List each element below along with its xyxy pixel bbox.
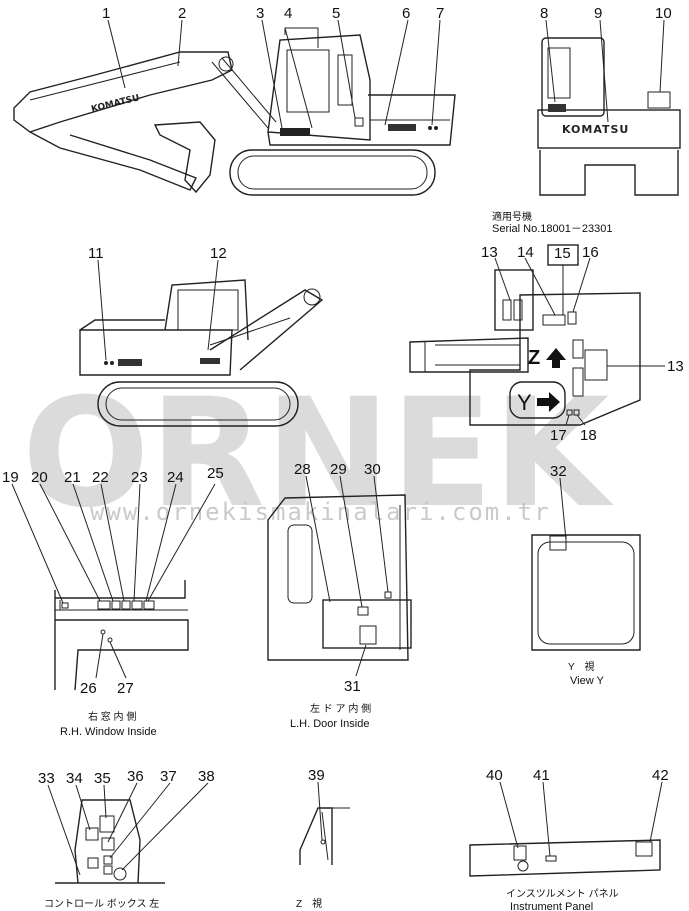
callout-37: 37 [160,768,177,785]
lh-door-caption: L.H. Door Inside [290,718,369,730]
excavator-rear-view: KOMATSU 8 9 10 [537,5,681,196]
callout-24: 24 [167,469,184,486]
callout-9: 9 [594,5,602,22]
view-z-marker: Z [528,347,540,369]
callout-40: 40 [486,767,503,784]
callout-7: 7 [436,5,444,22]
arrow-right-icon [537,392,560,412]
callout-4: 4 [284,5,292,22]
callout-28: 28 [294,461,311,478]
callout-36: 36 [127,768,144,785]
lh-door-caption-jp: 左 ド ア 内 側 [310,702,371,715]
callout-41: 41 [533,767,550,784]
view-y-caption-jp: Y 視 [568,660,595,673]
callout-2: 2 [178,5,186,22]
callout-18: 18 [580,427,597,444]
callout-15: 15 [554,245,571,262]
callout-14: 14 [517,244,534,261]
callout-26: 26 [80,680,97,697]
model-badge [388,124,416,131]
rh-window-view: 19 20 21 22 23 24 25 26 27 右 窓 内 側 R.H. … [2,465,224,738]
control-box-view: 33 34 35 36 37 38 コントロール ボックス 左 [38,768,215,910]
callout-17: 17 [550,427,567,444]
callout-5: 5 [332,5,340,22]
callout-16: 16 [582,244,599,261]
callout-12: 12 [210,245,227,262]
decal-5 [354,117,364,127]
watermark-url: www.ornekismakinalari.com.tr [90,498,551,526]
view-y: 32 Y 視 View Y [531,463,641,687]
view-z: 39 Z 視 [296,767,350,910]
instrument-caption: Instrument Panel [510,901,593,911]
instrument-caption-jp: インスツルメント パネル [506,888,619,900]
callout-20: 20 [31,469,48,486]
callout-29: 29 [330,461,347,478]
brand-decal-rear: KOMATSU [562,123,629,136]
lh-door-view: 28 29 30 31 左 ド ア 内 側 L.H. Door Inside [267,461,412,730]
callout-13-top: 13 [481,244,498,261]
callout-8: 8 [540,5,548,22]
callout-33: 33 [38,770,55,787]
instrument-panel-view: 40 41 42 インスツルメント パネル Instrument Panel [469,767,669,911]
excavator-top-view: 適用号機 Serial No.18001－23301 Z Y 13 14 15 [409,210,684,444]
callout-19: 19 [2,469,19,486]
excavator-side-view: KOMATSU 1 2 3 4 5 6 7 [13,5,456,196]
callout-3: 3 [256,5,264,22]
callout-21: 21 [64,469,81,486]
callout-6: 6 [402,5,410,22]
callout-30: 30 [364,461,381,478]
callout-42: 42 [652,767,669,784]
rh-window-caption-jp: 右 窓 内 側 [88,710,136,723]
serial-jp: 適用号機 [492,210,532,223]
view-y-marker: Y [517,390,532,415]
callout-1: 1 [102,5,110,22]
callout-23: 23 [131,469,148,486]
callout-27: 27 [117,680,134,697]
callout-34: 34 [66,770,83,787]
rh-window-caption: R.H. Window Inside [60,726,157,738]
callout-32: 32 [550,463,567,480]
brand-decal-boom: KOMATSU [90,93,140,115]
callout-39: 39 [308,767,325,784]
control-box-caption-jp: コントロール ボックス 左 [44,897,159,910]
watermark: ORNEK www.ornekismakinalari.com.tr [22,367,614,541]
watermark-text: ORNEK [22,367,614,541]
callout-10: 10 [655,5,672,22]
callout-22: 22 [92,469,109,486]
serial-range: Serial No.18001－23301 [492,223,612,235]
view-z-caption-jp: Z 視 [296,897,322,910]
callout-31: 31 [344,678,361,695]
callout-38: 38 [198,768,215,785]
callout-11: 11 [88,245,104,262]
decal-3 [280,128,310,136]
callout-25: 25 [207,465,224,482]
arrow-up-icon [546,348,566,368]
callout-13-side: 13 [667,358,684,375]
excavator-left-view: 11 12 [79,245,324,427]
callout-35: 35 [94,770,111,787]
view-y-caption: View Y [570,675,605,687]
